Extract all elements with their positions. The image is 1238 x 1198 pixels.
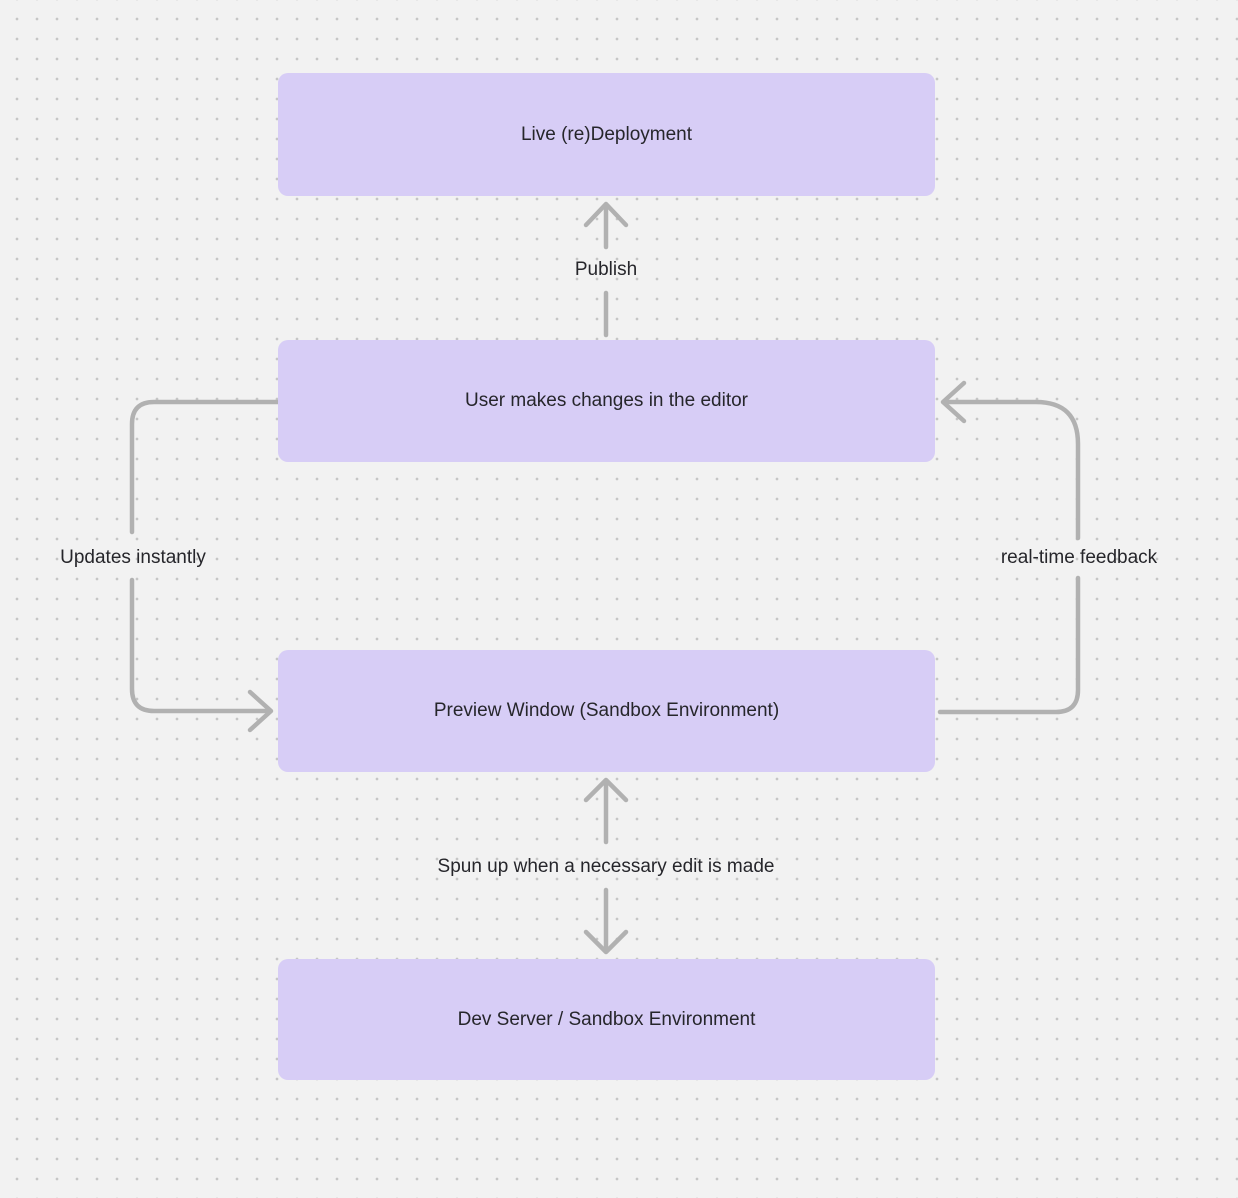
edge-label-spun-up: Spun up when a necessary edit is made xyxy=(437,856,775,877)
arrowhead-right-icon xyxy=(247,689,274,733)
node-user-changes-label: User makes changes in the editor xyxy=(464,390,749,411)
node-preview-window[interactable]: Preview Window (Sandbox Environment) xyxy=(278,650,935,772)
node-dev-server-label: Dev Server / Sandbox Environment xyxy=(457,1008,756,1030)
arrowhead-down-icon xyxy=(583,929,629,955)
node-dev-server[interactable]: Dev Server / Sandbox Environment xyxy=(278,959,935,1080)
node-live-deployment[interactable]: Live (re)Deployment xyxy=(278,73,935,196)
node-live-deployment-label: Live (re)Deployment xyxy=(520,123,693,145)
node-user-changes[interactable]: User makes changes in the editor xyxy=(278,340,935,462)
edge-label-publish: Publish xyxy=(574,259,638,280)
edge-label-updates-instantly: Updates instantly xyxy=(60,547,206,568)
node-preview-window-label: Preview Window (Sandbox Environment) xyxy=(433,700,780,721)
arrowhead-up-icon xyxy=(583,777,629,803)
edge-label-realtime-feedback: real-time feedback xyxy=(1000,547,1158,568)
arrowhead-up-icon xyxy=(583,201,629,228)
arrowhead-left-icon xyxy=(940,380,967,424)
